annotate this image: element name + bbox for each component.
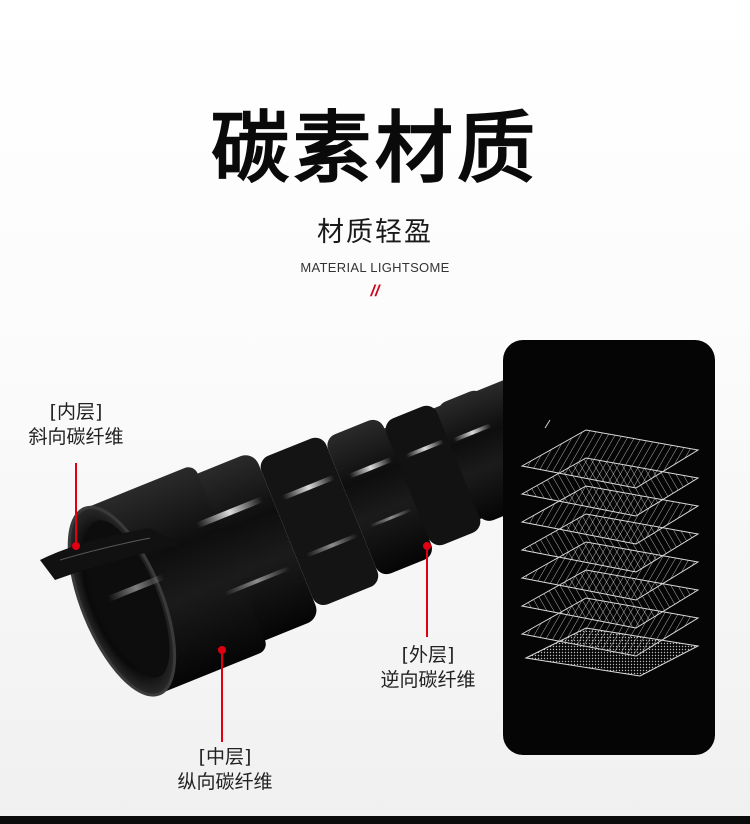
inner-layer-desc: 斜向碳纤维 <box>28 425 124 448</box>
middle-layer-tag: [中层] <box>198 746 252 768</box>
inner-layer-label: [内层] 斜向碳纤维 <box>20 400 132 449</box>
page-subtitle: 材质轻盈 <box>317 217 433 248</box>
middle-layer-desc: 纵向碳纤维 <box>177 770 273 793</box>
bottom-bar <box>0 816 750 824</box>
inner-layer-sheet <box>40 528 180 580</box>
layer-diagram-sheets <box>520 429 700 677</box>
page-title: 碳素材质 <box>210 104 539 194</box>
title-divider: // <box>370 283 380 300</box>
inner-layer-pointer <box>72 463 80 550</box>
middle-layer-pointer <box>218 646 226 742</box>
layer-diagram-panel <box>503 340 715 755</box>
outer-layer-desc: 逆向碳纤维 <box>380 668 476 691</box>
outer-layer-label: [外层] 逆向碳纤维 <box>368 643 488 692</box>
middle-layer-label: [中层] 纵向碳纤维 <box>165 745 285 794</box>
outer-layer-tag: [外层] <box>401 644 455 666</box>
page-subtitle-english: MATERIAL LIGHTSOME <box>300 260 450 275</box>
inner-layer-tag: [内层] <box>49 401 103 423</box>
outer-layer-pointer <box>423 542 431 637</box>
